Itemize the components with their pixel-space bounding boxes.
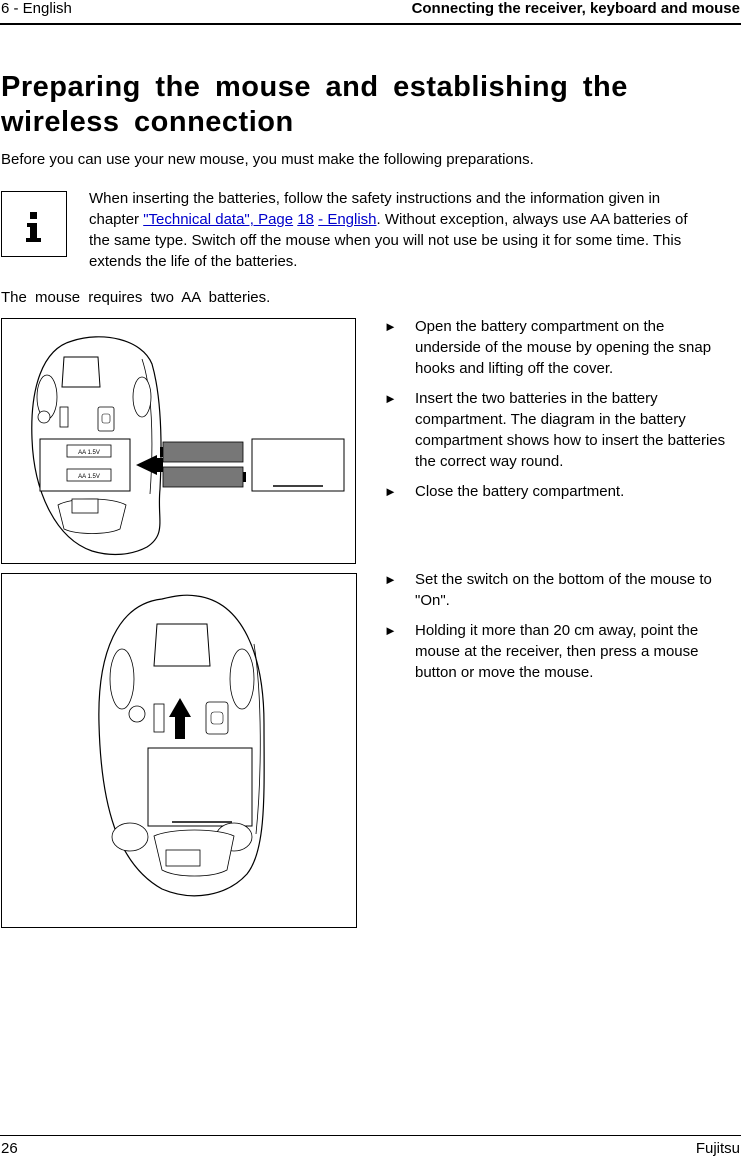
battery-1 [162,441,244,463]
arrow-up-icon [169,698,191,717]
list-item: ►Insert the two batteries in the battery… [384,390,726,470]
battery-label-2: AA 1.5V [78,474,100,480]
list-item: ►Open the battery compartment on the und… [384,318,712,377]
info-icon [1,191,67,257]
battery-2 [162,466,244,488]
battery-insertion-figure: AA 1.5V AA 1.5V [1,318,356,564]
footer-rule [0,1135,741,1136]
connection-steps-list: ►Set the switch on the bottom of the mou… [384,569,734,692]
intro-text: Before you can use your new mouse, you m… [1,151,534,168]
info-text-after: . Without exception, always use AA batte… [89,211,688,270]
page-number: 26 [1,1140,18,1157]
power-switch [153,703,165,733]
footer-brand: Fujitsu [695,1140,740,1157]
header-section-label: 6 - English [1,0,72,17]
page-title: Preparing the mouse and establishing the… [1,71,628,138]
technical-data-link[interactable]: "Technical data", Page [143,211,294,228]
bullet-arrow-icon: ► [384,319,397,334]
list-item: ►Holding it more than 20 cm away, point … [384,622,699,681]
language-link[interactable]: - English [318,211,377,228]
info-text-before: When inserting the batteries, follow the… [89,190,661,228]
battery-requirement-text: The mouse requires two AA batteries. [1,289,271,306]
list-item: ►Close the battery compartment. [384,483,625,500]
page-number-link[interactable]: 18 [297,211,314,228]
mouse-underside-closed-illustration [98,594,265,897]
bullet-arrow-icon: ► [384,623,397,638]
mouse-underside-open-illustration: AA 1.5V AA 1.5V [31,336,345,556]
bullet-arrow-icon: ► [384,391,397,406]
header-chapter-title: Connecting the receiver, keyboard and mo… [411,0,740,17]
power-switch-figure [1,573,357,928]
battery-steps-list: ►Open the battery compartment on the und… [384,316,734,511]
battery-cover [147,747,253,827]
header-rule [0,23,741,25]
bullet-arrow-icon: ► [384,572,397,587]
list-item: ►Set the switch on the bottom of the mou… [384,571,712,609]
battery-label-1: AA 1.5V [78,450,100,456]
battery-cover [251,438,345,492]
bullet-arrow-icon: ► [384,484,397,499]
info-i-glyph [26,212,41,242]
info-note: When inserting the batteries, follow the… [89,188,699,272]
